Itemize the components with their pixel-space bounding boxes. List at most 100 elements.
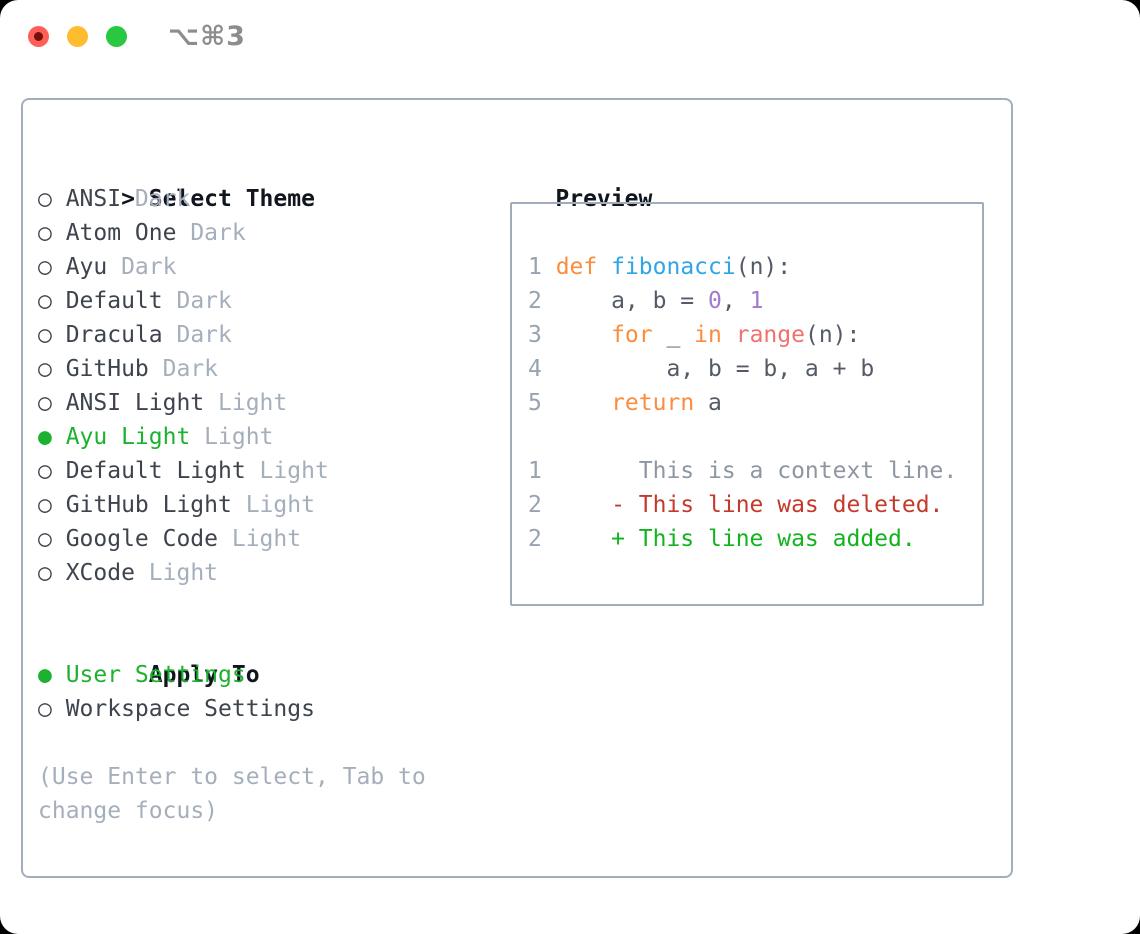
- code-line: 3 for _ in range(n):: [528, 318, 957, 352]
- window-shortcut-label: ⌥⌘3: [168, 21, 246, 52]
- theme-variant: Light: [190, 424, 274, 450]
- theme-name: Default Light: [65, 458, 246, 484]
- radio-icon: ○: [38, 458, 52, 484]
- diff-line-added: 2 + This line was added.: [528, 522, 957, 556]
- radio-selected-icon: ●: [38, 424, 52, 450]
- code-token: ,: [721, 288, 750, 314]
- apply-option-user-settings[interactable]: ● User Settings: [38, 658, 315, 692]
- theme-variant: Dark: [162, 288, 232, 314]
- theme-name: GitHub Light: [65, 492, 232, 518]
- code-token: fibonacci: [611, 254, 736, 280]
- code-token: _: [652, 322, 695, 348]
- radio-icon: ○: [38, 560, 52, 586]
- blank-line: [528, 420, 957, 454]
- theme-variant: Light: [231, 492, 315, 518]
- theme-name: GitHub: [65, 356, 149, 382]
- line-number: 2: [528, 492, 542, 518]
- radio-icon: ○: [38, 322, 52, 348]
- apply-to-title: Apply To: [148, 662, 260, 688]
- main-panel: [21, 98, 1013, 878]
- code-line: 2 a, b = 0, 1: [528, 284, 957, 318]
- help-text: (Use Enter to select, Tab to change focu…: [38, 760, 426, 828]
- theme-item-ayu-light[interactable]: ● Ayu Light Light: [38, 420, 329, 454]
- zoom-button-icon[interactable]: [106, 26, 127, 47]
- code-line: 1 def fibonacci(n):: [528, 250, 957, 284]
- radio-icon: ○: [38, 254, 52, 280]
- theme-variant: Light: [245, 458, 329, 484]
- radio-icon: ○: [38, 390, 52, 416]
- theme-item-default-light[interactable]: ○ Default Light Light: [38, 454, 329, 488]
- theme-item-ansi[interactable]: ○ ANSI Dark: [38, 182, 329, 216]
- preview-title: Preview: [500, 148, 652, 212]
- theme-item-google-code[interactable]: ○Google Code Light: [38, 522, 329, 556]
- code-token: [556, 390, 611, 416]
- theme-item-github-light[interactable]: ○ GitHub Light Light: [38, 488, 329, 522]
- radio-icon: ○: [38, 220, 52, 246]
- theme-item-atom-one[interactable]: ○ Atom One Dark: [38, 216, 329, 250]
- theme-name: Default: [65, 288, 163, 314]
- theme-variant: Dark: [148, 356, 219, 382]
- code-line: 5 return a: [528, 386, 957, 420]
- help-line-1: (Use Enter to select, Tab to: [38, 764, 426, 790]
- theme-item-ansi-light[interactable]: ○ANSI Light Light: [38, 386, 329, 420]
- radio-selected-icon: ●: [38, 662, 52, 688]
- code-token: [722, 322, 736, 348]
- code-token: 1: [749, 288, 764, 314]
- theme-name: Atom One: [65, 220, 177, 246]
- apply-to-options: ● User Settings ○ Workspace Settings: [38, 658, 315, 726]
- diff-text: + This line was added.: [555, 526, 916, 552]
- theme-variant: Dark: [121, 186, 191, 212]
- diff-line-deleted: 2 - This line was deleted.: [528, 488, 957, 522]
- theme-item-ayu[interactable]: ○ Ayu Dark: [38, 250, 329, 284]
- code-token: range: [735, 322, 805, 348]
- theme-list: >Select Theme ○ANSI Dark○Atom One Dark○A…: [38, 148, 329, 590]
- line-number: 2: [528, 288, 542, 314]
- code-token: [597, 254, 611, 280]
- close-button-icon[interactable]: [28, 26, 49, 47]
- theme-name: ANSI: [65, 186, 122, 212]
- code-token: def: [555, 254, 598, 280]
- diff-text: - This line was deleted.: [555, 492, 944, 518]
- theme-name: Ayu: [65, 254, 108, 280]
- help-line-2: change focus): [38, 798, 219, 824]
- theme-variant: Light: [204, 390, 288, 416]
- theme-name: Google Code: [65, 526, 219, 552]
- code-token: in: [694, 322, 722, 348]
- code-token: (n):: [735, 254, 792, 280]
- theme-item-dracula[interactable]: ○ Dracula Dark: [38, 318, 329, 352]
- apply-to-header: Apply To: [38, 624, 315, 688]
- radio-icon: ○: [38, 356, 52, 382]
- diff-line-context: 1 This is a context line.: [528, 454, 957, 488]
- theme-variant: Dark: [176, 220, 246, 246]
- theme-item-xcode[interactable]: ○XCode Light: [38, 556, 329, 590]
- theme-name: Dracula: [65, 322, 163, 348]
- theme-items: ○ ANSI Dark ○ Atom One Dark ○ Ayu Dark ○ Defaul…: [38, 182, 329, 590]
- radio-icon: ○: [38, 186, 52, 212]
- code-token: 0: [708, 288, 722, 314]
- theme-name: Ayu Light: [65, 424, 191, 450]
- apply-option-workspace-settings[interactable]: ○ Workspace Settings: [38, 692, 315, 726]
- code-line: 4 a, b = b, a + b: [528, 352, 957, 386]
- line-number: 1: [528, 254, 542, 280]
- theme-variant: Dark: [107, 254, 177, 280]
- theme-variant: Dark: [162, 322, 232, 348]
- radio-icon: ○: [38, 696, 52, 722]
- theme-item-github[interactable]: ○ GitHub Dark: [38, 352, 329, 386]
- theme-item-default[interactable]: ○ Default Dark: [38, 284, 329, 318]
- code-token: return: [611, 390, 695, 416]
- code-token: (n):: [804, 322, 861, 348]
- line-number: 4: [528, 356, 542, 382]
- code-token: a, b =: [555, 288, 709, 314]
- theme-list-header: >Select Theme: [38, 148, 329, 212]
- prompt-icon: >: [121, 186, 135, 212]
- radio-icon: ○: [38, 288, 52, 314]
- line-number: 5: [528, 390, 542, 416]
- preview-pane: [510, 202, 984, 606]
- apply-option-label: User Settings: [65, 662, 246, 688]
- radio-icon: ○: [38, 526, 52, 552]
- minimize-button-icon[interactable]: [67, 26, 88, 47]
- line-number: 1: [528, 458, 542, 484]
- apply-option-label: Workspace Settings: [65, 696, 315, 722]
- radio-icon: ○: [38, 492, 52, 518]
